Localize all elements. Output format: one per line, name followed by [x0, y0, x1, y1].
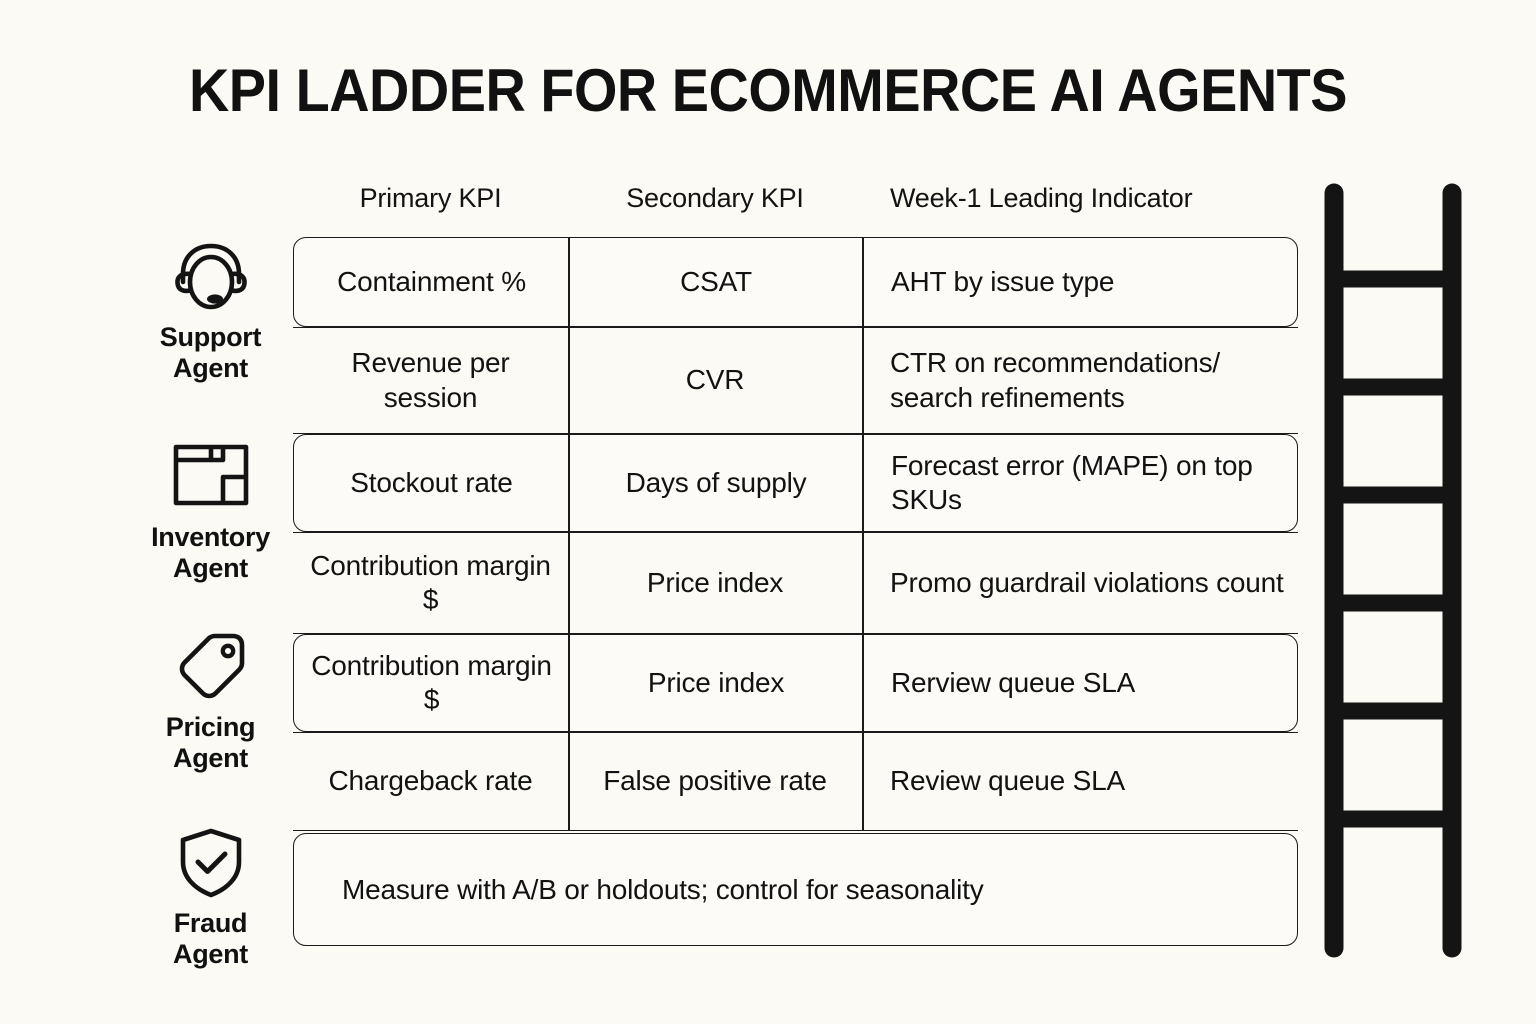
cell-text: Stockout rate	[350, 466, 513, 498]
cell-secondary-kpi: CSAT	[569, 238, 863, 326]
cell-text: Review queue SLA	[890, 765, 1125, 797]
cell-text: CSAT	[680, 265, 752, 297]
cell-text: Price index	[647, 666, 785, 698]
cell-text: Contribution margin $	[311, 649, 552, 715]
cell-text: Containment %	[337, 265, 526, 297]
measurement-note: Measure with A/B or holdouts; control fo…	[293, 833, 1298, 946]
table-row: Contribution margin $ Price index Promo gu…	[293, 532, 1298, 634]
cell-secondary-kpi: False positive rate	[568, 733, 862, 830]
table-row: Containment % CSAT AHT by issue type	[293, 237, 1298, 327]
column-divider-2	[862, 237, 864, 831]
price-tag-icon	[118, 630, 303, 708]
agent-pricing-label: Pricing Agent	[165, 712, 256, 774]
cell-text: AHT by issue type	[891, 265, 1115, 297]
agent-support-label: Support Agent	[159, 322, 262, 384]
cell-primary-kpi: Contribution margin $	[294, 635, 569, 731]
package-box-icon	[118, 440, 303, 518]
cell-text: False positive rate	[603, 765, 827, 797]
table-row: Contribution margin $ Price index Rerview …	[293, 634, 1298, 732]
cell-text: Price index	[646, 566, 784, 598]
cell-text: Revenue per session	[351, 347, 510, 413]
agent-inventory: Inventory Agent	[118, 440, 303, 584]
table-row: Stockout rate Days of supply Forecast erro…	[293, 434, 1298, 532]
page-title: KPI LADDER FOR ECOMMERCE AI AGENTS	[188, 57, 1348, 124]
cell-text: Chargeback rate	[328, 765, 533, 797]
column-header-leading-indicator: Week-1 Leading Indicator	[890, 183, 1193, 213]
cell-secondary-kpi: Price index	[569, 635, 863, 731]
cell-text: Rerview queue SLA	[891, 666, 1136, 698]
cell-text: Days of supply	[625, 466, 807, 498]
cell-leading-indicator: Forecast error (MAPE) on top SKUs	[863, 435, 1299, 531]
cell-secondary-kpi: CVR	[568, 328, 862, 433]
cell-text: Forecast error (MAPE) on top SKUs	[891, 449, 1253, 515]
measurement-note-text: Measure with A/B or holdouts; control fo…	[342, 873, 984, 905]
cell-primary-kpi: Stockout rate	[294, 435, 569, 531]
agent-fraud-label: Fraud Agent	[173, 908, 248, 970]
cell-secondary-kpi: Days of supply	[569, 435, 863, 531]
agent-support: Support Agent	[118, 240, 303, 384]
cell-leading-indicator: Rerview queue SLA	[863, 635, 1299, 731]
cell-primary-kpi: Chargeback rate	[293, 733, 568, 830]
cell-leading-indicator: AHT by issue type	[863, 238, 1299, 326]
cell-leading-indicator: Review queue SLA	[862, 733, 1298, 830]
cell-leading-indicator: Promo guardrail violations count	[862, 533, 1298, 633]
cell-primary-kpi: Contribution margin $	[293, 533, 568, 633]
agent-fraud: Fraud Agent	[118, 826, 303, 970]
cell-text: CVR	[685, 364, 745, 396]
column-header-primary-kpi: Primary KPI	[359, 183, 502, 213]
cell-text: Promo guardrail violations count	[890, 566, 1284, 598]
shield-check-icon	[118, 826, 303, 904]
cell-secondary-kpi: Price index	[568, 533, 862, 633]
table-row: Revenue per session CVR CTR on recommendat…	[293, 327, 1298, 434]
agent-inventory-label: Inventory Agent	[151, 522, 270, 584]
cell-primary-kpi: Revenue per session	[293, 328, 568, 433]
agent-pricing: Pricing Agent	[118, 630, 303, 774]
cell-leading-indicator: CTR on recommendations/ search refinemen…	[862, 328, 1298, 433]
cell-text: CTR on recommendations/ search refinemen…	[890, 347, 1220, 413]
ladder-illustration	[1318, 183, 1473, 958]
cell-text: Contribution margin $	[310, 549, 551, 615]
headset-icon	[118, 240, 303, 318]
column-header-secondary-kpi: Secondary KPI	[626, 183, 804, 213]
table-column-headers: Primary KPI Secondary KPI Week-1 Leading…	[293, 183, 1298, 225]
table-row: Chargeback rate False positive rate Review…	[293, 732, 1298, 831]
column-divider-1	[568, 237, 570, 831]
cell-primary-kpi: Containment %	[294, 238, 569, 326]
